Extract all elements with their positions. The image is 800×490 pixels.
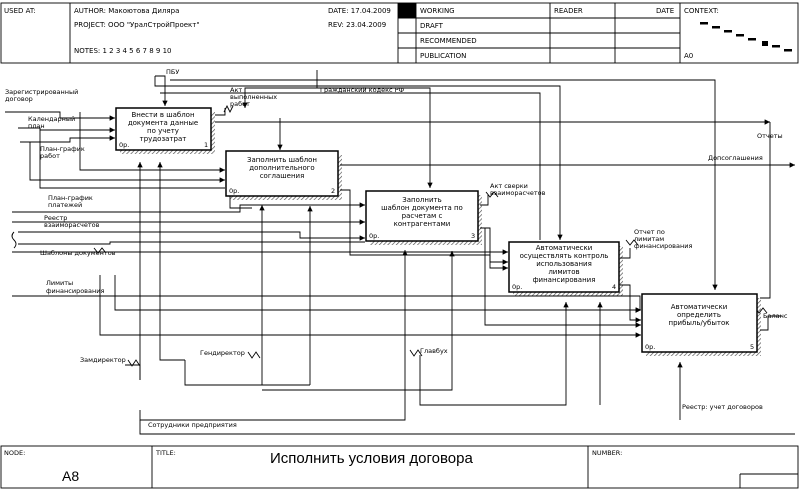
used-at-label: USED AT: xyxy=(4,7,36,15)
header-frame xyxy=(0,2,799,64)
label-chief-accountant: Главбух xyxy=(420,347,448,355)
arrow-network xyxy=(5,70,795,435)
tunnel-icon xyxy=(11,231,17,249)
box-3-num: 3 xyxy=(471,232,475,240)
box-2-num: 2 xyxy=(331,187,335,195)
status-recommended: RECOMMENDED xyxy=(420,37,477,45)
label-addendum: Допсоглашения xyxy=(708,154,763,162)
box-1-num: 1 xyxy=(204,141,208,149)
diagram-title: Исполнить условия договора xyxy=(270,450,473,467)
title-label: TITLE: xyxy=(155,449,176,457)
label-balance: Баланс xyxy=(763,312,788,320)
box-1-op: 0р. xyxy=(119,141,129,149)
date: DATE: 17.04.2009 xyxy=(328,7,391,15)
squiggle-icon xyxy=(247,351,261,359)
box-4-num: 4 xyxy=(612,283,616,291)
notes: NOTES: 1 2 3 4 5 6 7 8 9 10 xyxy=(74,47,172,55)
box-5-op: 0р. xyxy=(645,343,655,351)
squiggle-icon xyxy=(223,104,234,114)
label-reports: Отчеты xyxy=(757,132,783,140)
squiggle-icon xyxy=(485,191,499,198)
label-employees: Сотрудники предприятия xyxy=(148,421,237,429)
node-id: A8 xyxy=(62,468,79,484)
status-publication: PUBLICATION xyxy=(420,52,466,60)
label-templates: Шаблоны документов xyxy=(40,249,116,257)
author: AUTHOR: Макоютова Диляра xyxy=(74,7,179,15)
label-pbu: ПБУ xyxy=(166,68,179,76)
context-thumbnail-icon xyxy=(700,22,792,52)
project: PROJECT: ООО "УралСтройПроект" xyxy=(74,21,200,29)
label-civil-code: Гражданский кодекс РФ xyxy=(320,86,405,94)
rev: REV: 23.04.2009 xyxy=(328,21,386,29)
node-label: NODE: xyxy=(4,449,25,457)
number-label: NUMBER: xyxy=(592,449,622,457)
status-working: WORKING xyxy=(420,7,455,15)
status-draft: DRAFT xyxy=(420,22,444,30)
squiggle-icon xyxy=(127,359,141,367)
footer-frame xyxy=(0,445,799,489)
context-label: CONTEXT: xyxy=(684,7,719,15)
date-label: DATE xyxy=(656,7,674,15)
label-director: Гендиректор xyxy=(200,349,245,357)
squiggle-icon xyxy=(409,349,423,357)
squiggle-icon xyxy=(93,247,107,254)
context-node: A0 xyxy=(684,52,693,60)
box-4-op: 0р. xyxy=(512,283,522,291)
squiggle-icon xyxy=(625,239,639,246)
label-deputy: Замдиректор xyxy=(80,356,126,364)
reader-label: READER xyxy=(554,7,583,15)
label-register: Реестр: учет договоров xyxy=(682,403,763,411)
box-5-num: 5 xyxy=(750,343,754,351)
box-3-op: 0р. xyxy=(369,232,379,240)
box-2-op: 0р. xyxy=(229,187,239,195)
